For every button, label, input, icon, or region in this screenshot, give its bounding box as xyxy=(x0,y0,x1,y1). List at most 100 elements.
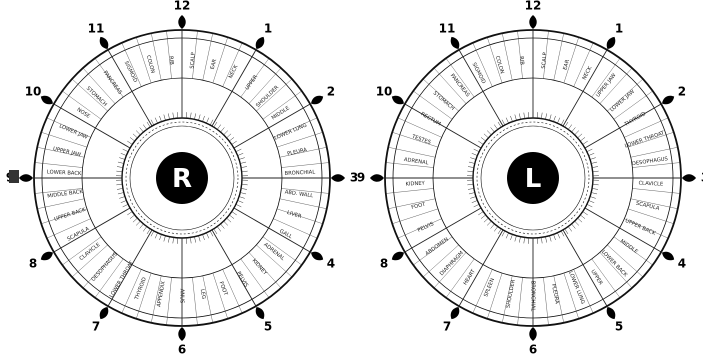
inner-tick xyxy=(240,161,247,164)
section-divider xyxy=(385,188,434,194)
section-divider xyxy=(433,67,467,104)
clock-marker xyxy=(255,307,265,320)
section-divider xyxy=(517,277,523,326)
inner-tick xyxy=(483,217,489,223)
organ-label: PELVIS xyxy=(417,221,435,234)
section-divider xyxy=(136,273,152,319)
inner-tick xyxy=(545,236,547,243)
inner-tick xyxy=(209,230,214,237)
section-divider xyxy=(632,188,681,194)
organ-label: SCALP xyxy=(189,52,196,69)
section-divider xyxy=(553,275,564,323)
section-divider xyxy=(543,277,549,326)
inner-tick xyxy=(116,184,123,186)
organ-label: PANCREAS xyxy=(102,70,123,96)
organ-label: SHOULDER xyxy=(255,84,280,109)
inner-tick xyxy=(471,153,478,156)
organ-label: KIDNEY xyxy=(405,181,425,188)
section-divider xyxy=(107,49,153,127)
clock-number: 6 xyxy=(529,343,537,354)
inner-tick xyxy=(146,228,151,235)
section-divider xyxy=(628,132,674,148)
inner-tick xyxy=(510,115,513,122)
inner-tick xyxy=(116,188,123,190)
inner-tick xyxy=(194,113,196,120)
inner-tick xyxy=(574,220,580,226)
inner-tick xyxy=(132,217,138,223)
inner-tick xyxy=(135,130,141,136)
organ-label: PELVIS xyxy=(235,271,249,289)
clock-marker xyxy=(450,307,460,320)
inner-tick xyxy=(154,232,158,239)
inner-tick xyxy=(241,166,248,168)
clock-number: 10 xyxy=(25,85,42,99)
clock-number: 4 xyxy=(678,257,686,271)
section-divider xyxy=(553,33,564,81)
section-divider xyxy=(632,162,681,168)
organ-label: LOWER JAW xyxy=(609,89,636,113)
section-divider xyxy=(385,162,434,168)
section-divider xyxy=(262,90,302,120)
inner-tick xyxy=(571,127,576,133)
clock-marker xyxy=(178,15,186,29)
section-divider xyxy=(279,198,327,209)
clock-marker xyxy=(370,174,384,182)
organ-label: EAR xyxy=(210,58,219,70)
inner-tick xyxy=(514,114,517,121)
organ-label: RIB xyxy=(518,56,525,66)
inner-tick xyxy=(237,200,244,203)
inner-tick xyxy=(206,117,210,124)
inner-tick xyxy=(560,230,565,237)
clock-marker xyxy=(662,251,675,261)
organ-label: SCAPULA xyxy=(635,201,660,213)
clock-marker xyxy=(311,251,324,261)
section-divider xyxy=(273,117,318,138)
inner-tick xyxy=(143,226,147,232)
section-divider xyxy=(121,269,142,314)
inner-tick xyxy=(584,207,591,212)
clock-number: 3 xyxy=(701,171,703,185)
inner-tick xyxy=(231,211,237,216)
organ-label: LOWER THROAT xyxy=(109,260,136,299)
inner-tick xyxy=(132,133,138,139)
clock-marker xyxy=(606,36,616,49)
section-divider xyxy=(192,277,198,326)
inner-tick xyxy=(483,133,489,139)
inner-tick xyxy=(119,196,126,199)
right-center-letter: R xyxy=(172,164,192,194)
section-divider xyxy=(517,30,523,79)
section-divider xyxy=(202,275,213,323)
inner-tick xyxy=(213,121,218,128)
organ-label: PANCREAS xyxy=(449,73,471,98)
clock-number: 3 xyxy=(350,171,358,185)
clock-number: 8 xyxy=(380,257,388,271)
inner-tick xyxy=(553,115,556,122)
section-divider xyxy=(573,269,594,314)
section-divider xyxy=(37,147,85,158)
section-divider xyxy=(34,188,83,194)
inner-tick xyxy=(471,200,478,203)
section-divider xyxy=(630,147,678,158)
inner-tick xyxy=(168,113,170,120)
inner-tick xyxy=(467,170,474,172)
inner-tick xyxy=(241,188,248,190)
inner-tick xyxy=(139,223,144,229)
section-divider xyxy=(281,188,330,194)
clock-number: 8 xyxy=(29,257,37,271)
organ-label: FOOT xyxy=(218,281,229,297)
organ-label: ADRENAL xyxy=(403,157,428,166)
section-divider xyxy=(472,269,493,314)
section-divider xyxy=(41,132,87,148)
inner-tick xyxy=(202,115,205,122)
section-divider xyxy=(563,37,579,83)
inner-tick xyxy=(117,192,124,195)
organ-label: RIB xyxy=(168,56,175,66)
inner-tick xyxy=(497,228,502,235)
inner-tick xyxy=(172,237,174,244)
inner-tick xyxy=(226,217,232,223)
section-divider xyxy=(433,252,467,289)
clock-number: 12 xyxy=(525,0,542,13)
inner-tick xyxy=(163,235,166,242)
section-divider xyxy=(413,90,453,120)
clock-marker xyxy=(682,174,696,182)
